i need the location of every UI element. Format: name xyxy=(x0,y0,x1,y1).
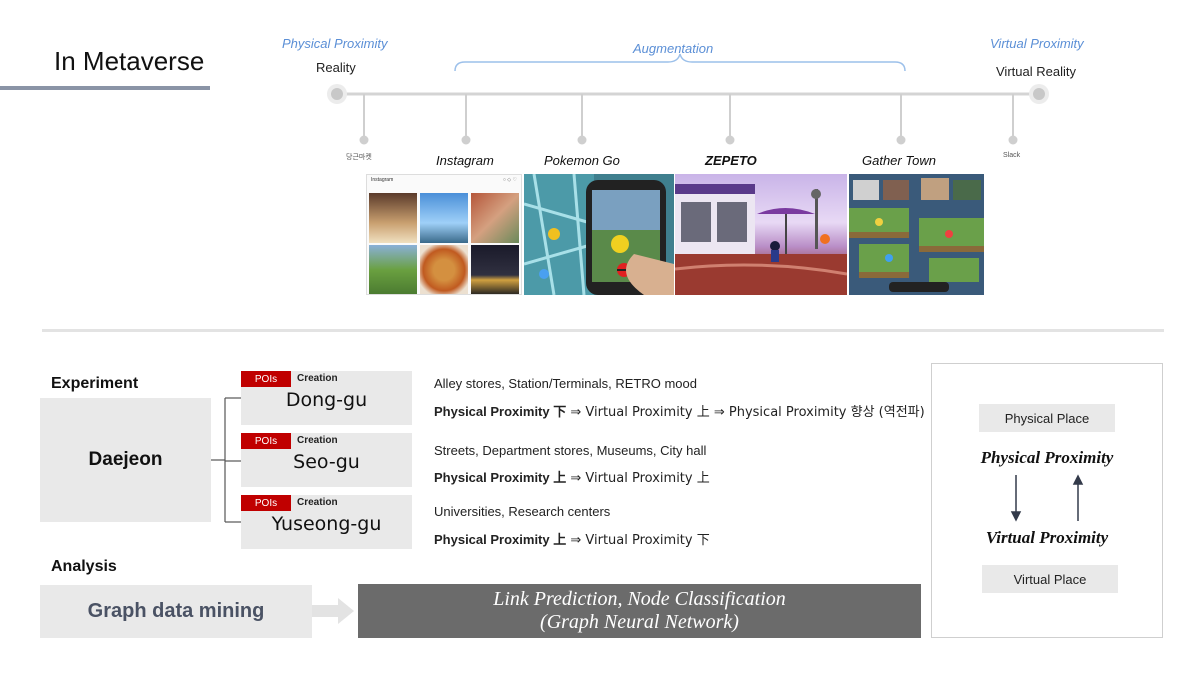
proximity-panel: Physical Place Physical Proximity Virtua… xyxy=(931,363,1163,638)
graph-data-mining-box: Graph data mining xyxy=(40,585,312,638)
virtual-reality-label: Virtual Reality xyxy=(996,64,1076,79)
gnn-task-line-1: Link Prediction, Node Classification xyxy=(358,588,921,611)
photo-thumbnail xyxy=(471,193,519,243)
district-description: Streets, Department stores, Museums, Cit… xyxy=(434,443,706,458)
photo-thumbnail xyxy=(420,193,468,243)
photo-thumbnail xyxy=(471,245,519,295)
timeline-point-4-label: ZEPETO xyxy=(705,153,757,168)
creation-label: Creation xyxy=(297,435,338,446)
gather-town-illustration xyxy=(849,174,984,295)
experiment-label: Experiment xyxy=(51,375,138,393)
zepeto-illustration xyxy=(675,174,847,295)
pokemon-go-screenshot xyxy=(524,174,674,295)
effect-rest: ⇒ Virtual Proximity 下 xyxy=(566,533,710,548)
timeline-point-5-label: Gather Town xyxy=(862,153,936,168)
district-box-seo-gu: POIs Creation Seo-gu xyxy=(241,433,412,487)
timeline-point-6-label: Slack xyxy=(1003,152,1020,159)
instagram-screenshot: Instagram ○ ◇ ♡ xyxy=(366,174,522,295)
instagram-header-icons: ○ ◇ ♡ xyxy=(503,177,517,183)
district-name: Seo-gu xyxy=(241,451,412,473)
left-category-label: Physical Proximity xyxy=(282,36,387,51)
timeline-point-1-label: 당근마켓 xyxy=(346,152,372,162)
gnn-task-line-2: (Graph Neural Network) xyxy=(358,611,921,634)
augmentation-brace xyxy=(455,54,905,71)
effect-emphasis: Physical Proximity 下 xyxy=(434,404,566,419)
pois-badge: POIs xyxy=(241,371,291,387)
creation-label: Creation xyxy=(297,497,338,508)
augmentation-label: Augmentation xyxy=(633,41,713,56)
district-effect: Physical Proximity 下 ⇒ Virtual Proximity… xyxy=(434,401,925,420)
district-box-yuseong-gu: POIs Creation Yuseong-gu xyxy=(241,495,412,549)
reality-label: Reality xyxy=(316,60,356,75)
daejeon-box: Daejeon xyxy=(40,398,211,522)
instagram-header: Instagram xyxy=(371,177,393,183)
creation-label: Creation xyxy=(297,373,338,384)
analysis-arrow xyxy=(312,597,356,627)
district-box-dong-gu: POIs Creation Dong-gu xyxy=(241,371,412,425)
photo-thumbnail xyxy=(369,193,417,243)
effect-rest: ⇒ Virtual Proximity 上 xyxy=(566,471,710,486)
virtual-place-box: Virtual Place xyxy=(982,565,1118,593)
gnn-task-box: Link Prediction, Node Classification (Gr… xyxy=(358,584,921,638)
physical-place-box: Physical Place xyxy=(979,404,1115,432)
zepeto-screenshot xyxy=(675,174,847,295)
district-connector xyxy=(211,395,243,525)
timeline-point-3-label: Pokemon Go xyxy=(544,153,620,168)
right-category-label: Virtual Proximity xyxy=(990,36,1084,51)
timeline-point-2-label: Instagram xyxy=(436,153,494,168)
virtual-proximity-label: Virtual Proximity xyxy=(932,528,1162,548)
effect-emphasis: Physical Proximity 上 xyxy=(434,532,566,547)
district-name: Yuseong-gu xyxy=(241,513,412,535)
district-description: Universities, Research centers xyxy=(434,504,610,519)
analysis-label: Analysis xyxy=(51,558,117,576)
district-description: Alley stores, Station/Terminals, RETRO m… xyxy=(434,376,697,391)
district-name: Dong-gu xyxy=(241,389,412,411)
gather-town-screenshot xyxy=(849,174,984,295)
section-divider xyxy=(42,329,1164,332)
pokemon-go-illustration xyxy=(524,174,674,295)
proximity-arrows xyxy=(1002,472,1092,524)
district-effect: Physical Proximity 上 ⇒ Virtual Proximity… xyxy=(434,529,710,548)
effect-emphasis: Physical Proximity 上 xyxy=(434,470,566,485)
photo-thumbnail xyxy=(369,245,417,295)
photo-thumbnail xyxy=(420,245,468,295)
effect-rest: ⇒ Virtual Proximity 上 ⇒ Physical Proximi… xyxy=(566,405,924,420)
district-effect: Physical Proximity 上 ⇒ Virtual Proximity… xyxy=(434,467,710,486)
pois-badge: POIs xyxy=(241,433,291,449)
physical-proximity-label: Physical Proximity xyxy=(932,448,1162,468)
pois-badge: POIs xyxy=(241,495,291,511)
